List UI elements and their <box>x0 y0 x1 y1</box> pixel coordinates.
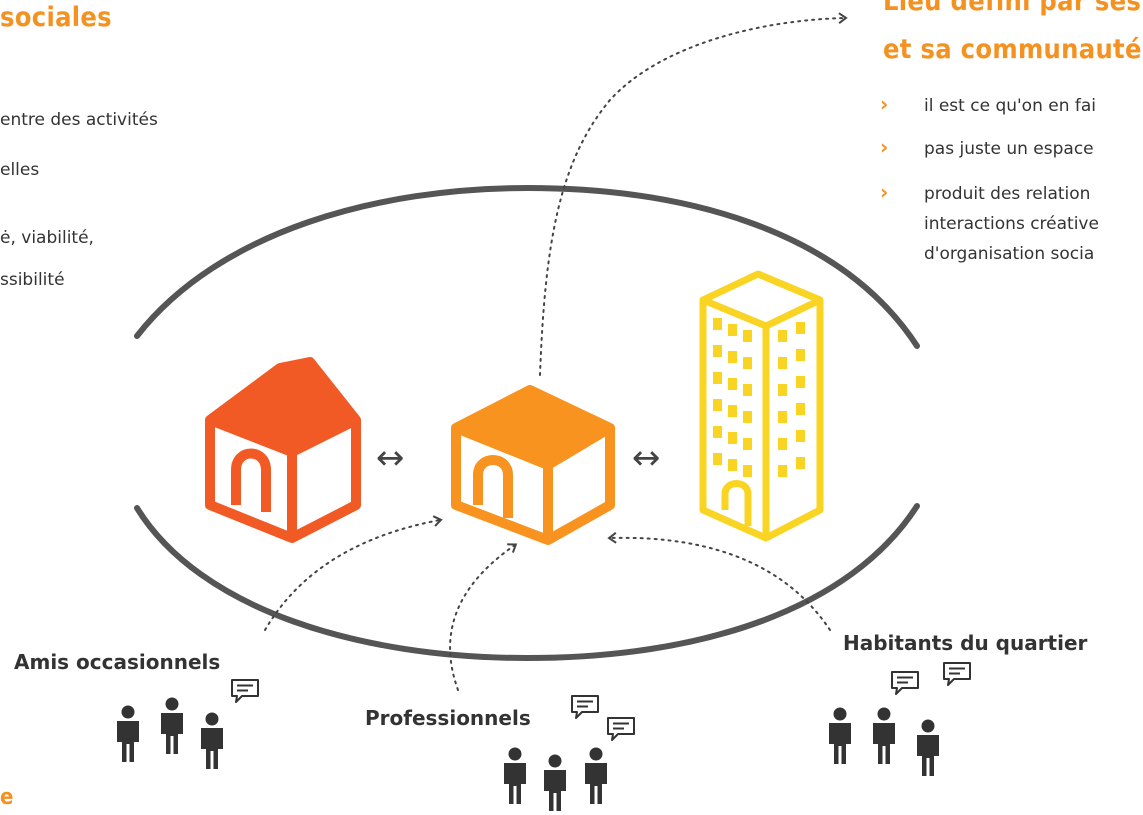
right-heading-line-2: et sa communauté <box>883 34 1142 65</box>
double-arrow-left: ↔ <box>376 438 405 478</box>
right-bullet-3-text-1: produit des relation <box>924 184 1091 204</box>
chat-bubble-icon-habitants-2 <box>943 662 971 686</box>
right-bullet-2-text: pas juste un espace <box>924 139 1094 159</box>
left-line-4: ssibilité <box>0 270 65 290</box>
people-icon-habitants <box>829 707 939 776</box>
arrow-center-to-right-panel <box>539 12 848 376</box>
right-heading-line-1: Lieu défini par ses <box>883 0 1142 17</box>
arrow-professionnels-to-center <box>449 543 518 691</box>
arrow-amis-to-center <box>264 515 443 631</box>
double-arrow-right: ↔ <box>632 438 661 478</box>
ellipse-bottom-arc <box>134 503 920 662</box>
arrow-habitants-to-center <box>607 532 831 631</box>
left-line-1: entre des activités <box>0 110 158 130</box>
group-label-amis: Amis occasionnels <box>14 650 221 674</box>
left-heading: sociales <box>0 2 112 33</box>
tower-icon <box>699 270 824 542</box>
right-bullet-1-text: il est ce qu'on en fai <box>924 96 1097 116</box>
left-line-3: ė, viabilité, <box>0 228 94 248</box>
group-label-habitants: Habitants du quartier <box>843 631 1088 655</box>
ellipse-top-arc <box>134 184 920 349</box>
chat-bubble-icon-amis <box>231 679 259 703</box>
people-icon-amis <box>117 697 223 769</box>
chevron-right-icon: › <box>880 180 889 204</box>
chevron-right-icon: › <box>880 135 889 159</box>
right-bullet-3-text-3: d'organisation socia <box>924 244 1095 264</box>
right-bullet-2: › pas juste un espace <box>880 135 1094 159</box>
group-label-professionnels: Professionnels <box>365 706 531 730</box>
left-line-2: elles <box>0 160 40 180</box>
building-icon <box>451 385 615 545</box>
right-bullet-3: › produit des relation interactions créa… <box>880 180 1099 264</box>
left-bottom-fragment: e <box>0 785 14 810</box>
chevron-right-icon: › <box>880 92 889 116</box>
chat-bubble-icon-professionnels-1 <box>571 695 599 719</box>
right-bullet-3-text-2: interactions créative <box>924 214 1099 234</box>
chat-bubble-icon-professionnels-2 <box>607 717 635 741</box>
house-icon <box>205 357 361 543</box>
right-bullet-1: › il est ce qu'on en fai <box>880 92 1096 116</box>
people-icon-professionnels <box>504 747 607 811</box>
tower-windows <box>713 318 805 477</box>
chat-bubble-icon-habitants-1 <box>891 671 919 695</box>
